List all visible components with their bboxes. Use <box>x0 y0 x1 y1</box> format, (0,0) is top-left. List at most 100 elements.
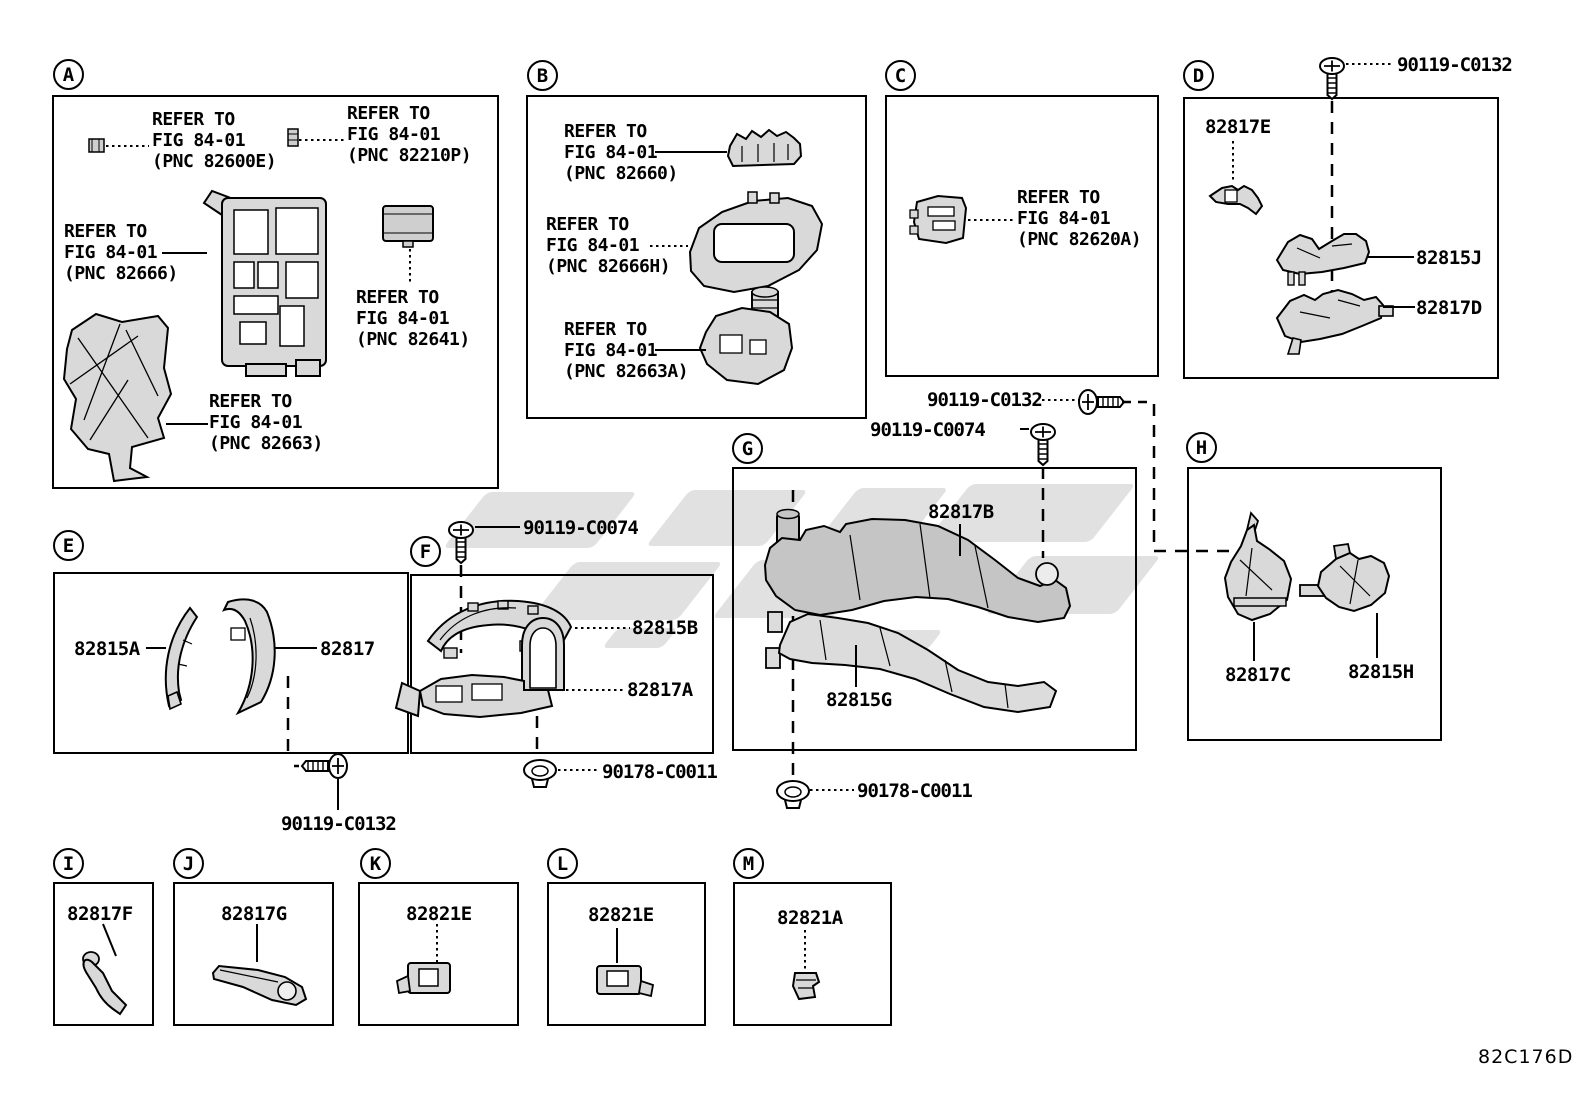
part-label-82821A: 82821A <box>777 907 843 929</box>
section-e-art <box>146 598 348 810</box>
part-82815a-drawing <box>164 606 199 711</box>
part-label-82817E: 82817E <box>1205 116 1271 138</box>
section-k-frame <box>358 882 519 1026</box>
part-label-82817: 82817 <box>320 638 375 660</box>
part-82600e-drawing <box>88 138 105 153</box>
part-82817c-drawing <box>1223 511 1293 622</box>
refer-note-82663: REFER TO FIG 84-01 (PNC 82663) <box>209 391 323 454</box>
section-m-art <box>791 930 821 1001</box>
part-82815h-drawing <box>1299 542 1391 613</box>
screw-90119-C0132-icon <box>1319 57 1345 100</box>
screw-90119-C0132-icon <box>1078 389 1125 415</box>
section-j-badge: J <box>173 848 204 879</box>
section-c-art <box>909 194 1014 245</box>
section-a-letter: A <box>62 63 75 86</box>
part-82210p-drawing <box>287 128 299 147</box>
part-label-82817G: 82817G <box>221 903 287 925</box>
section-c-letter: C <box>894 64 907 87</box>
section-g-letter: G <box>741 437 754 460</box>
section-i-frame <box>53 882 154 1026</box>
part-label-82815A: 82815A <box>74 638 140 660</box>
part-82817e-drawing <box>1208 184 1264 216</box>
section-l-badge: L <box>547 848 578 879</box>
part-82817g-drawing <box>211 964 308 1007</box>
section-l-letter: L <box>556 852 569 875</box>
section-g-badge: G <box>732 433 763 464</box>
part-82815g-drawing <box>765 611 1058 714</box>
part-82817b-drawing <box>763 508 1072 624</box>
part-82666h-drawing <box>688 191 824 294</box>
part-82660-drawing <box>726 128 803 168</box>
section-i-badge: I <box>53 848 84 879</box>
section-e-frame <box>53 572 409 754</box>
section-f-frame <box>410 574 714 754</box>
section-a-frame <box>52 95 499 489</box>
section-d-frame <box>1183 97 1499 379</box>
section-e-badge: E <box>53 530 84 561</box>
section-j-art <box>211 924 308 1007</box>
section-c-frame <box>885 95 1159 377</box>
section-j-frame <box>173 882 334 1026</box>
part-label-82815H: 82815H <box>1348 661 1414 683</box>
section-h-badge: H <box>1186 432 1217 463</box>
refer-note-82210p: REFER TO FIG 84-01 (PNC 82210P) <box>347 103 472 166</box>
leader-line <box>102 923 117 957</box>
refer-note-82641: REFER TO FIG 84-01 (PNC 82641) <box>356 287 470 350</box>
refer-note-82666: REFER TO FIG 84-01 (PNC 82666) <box>64 221 178 284</box>
part-label-82815G: 82815G <box>826 689 892 711</box>
part-82817f-drawing <box>82 951 128 1016</box>
section-k-letter: K <box>369 852 382 875</box>
part-82620a-drawing <box>909 194 968 245</box>
fastener-label-90119-C0132-d: 90119-C0132 <box>1397 54 1513 76</box>
section-i-art <box>82 923 128 1016</box>
part-82817a-drawing <box>394 616 565 719</box>
section-g-frame <box>732 467 1137 751</box>
section-f-art <box>394 521 630 788</box>
section-j-letter: J <box>182 852 195 875</box>
section-h-art <box>1223 511 1391 661</box>
part-82817-drawing <box>221 598 276 716</box>
refer-note-82666h: REFER TO FIG 84-01 (PNC 82666H) <box>546 214 671 277</box>
section-h-letter: H <box>1195 436 1208 459</box>
part-82821e-l-drawing <box>596 965 655 998</box>
section-f-letter: F <box>419 540 432 563</box>
dashed-line <box>1152 404 1243 553</box>
part-82663-drawing <box>62 312 173 483</box>
fastener-label-90119-C0074-f: 90119-C0074 <box>523 517 639 539</box>
part-label-82817A: 82817A <box>627 679 693 701</box>
part-label-82821E-l: 82821E <box>588 904 654 926</box>
section-l-frame <box>547 882 706 1026</box>
section-k-badge: K <box>360 848 391 879</box>
fastener-label-90178-C0011-g: 90178-C0011 <box>857 780 973 802</box>
section-b-art <box>650 128 824 386</box>
fastener-label-90178-C0011-f: 90178-C0011 <box>602 761 718 783</box>
section-m-frame <box>733 882 892 1026</box>
part-82641-drawing <box>382 205 434 248</box>
part-label-82815J: 82815J <box>1416 247 1482 269</box>
screw-90119-C0132-icon <box>301 753 348 779</box>
screw-90119-C0074-icon <box>448 521 474 564</box>
part-82821e-k-drawing <box>395 962 451 995</box>
part-label-82817D: 82817D <box>1416 297 1482 319</box>
part-82666-drawing <box>202 189 327 377</box>
nut-90178-C0011-icon <box>523 759 557 788</box>
section-c-badge: C <box>885 60 916 91</box>
section-d-badge: D <box>1183 60 1214 91</box>
section-b-frame <box>526 95 867 419</box>
refer-note-82600e: REFER TO FIG 84-01 (PNC 82600E) <box>152 109 277 172</box>
part-label-82817B: 82817B <box>928 501 994 523</box>
section-d-letter: D <box>1192 64 1205 87</box>
section-e-letter: E <box>62 534 75 557</box>
part-82821a-drawing <box>791 972 821 1001</box>
part-82815j-drawing <box>1275 233 1371 286</box>
section-b-letter: B <box>536 64 549 87</box>
section-i-letter: I <box>62 852 75 875</box>
part-label-82821E-k: 82821E <box>406 903 472 925</box>
part-label-82815B: 82815B <box>632 617 698 639</box>
part-label-82817C: 82817C <box>1225 664 1291 686</box>
part-82663a-drawing <box>698 286 794 386</box>
section-a-badge: A <box>53 59 84 90</box>
fastener-label-90119-C0132-e: 90119-C0132 <box>281 813 397 835</box>
